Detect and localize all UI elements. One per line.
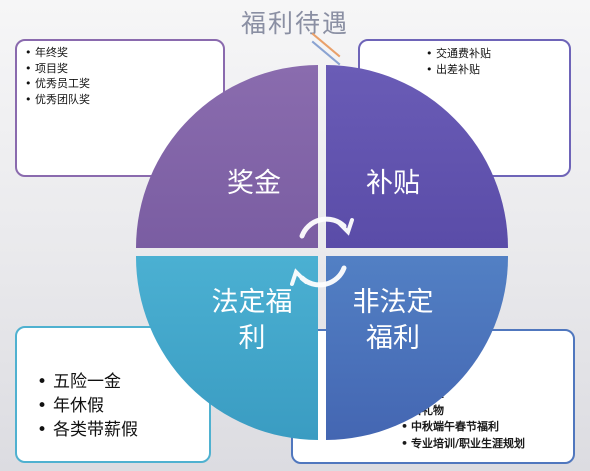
quadrant-label-statutory: 利 <box>239 323 266 354</box>
non-statutory-item: 中秋端午春节福利 <box>401 419 573 436</box>
bonus-callout: 年终奖 项目奖 优秀员工奖 优秀团队奖 <box>15 39 225 177</box>
quadrant-non-statutory <box>326 256 509 440</box>
quadrant-allowance <box>326 65 508 248</box>
allowance-item: 出差补贴 <box>424 62 569 78</box>
bonus-item: 项目奖 <box>23 61 223 77</box>
quadrant-label-non-statutory: 福利 <box>366 323 420 354</box>
diagram-title: 福利待遇 <box>240 9 349 38</box>
allowance-item: 交通费补贴 <box>424 46 569 62</box>
quadrant-label-statutory: 法定福 <box>212 287 293 318</box>
quadrant-statutory <box>135 256 318 440</box>
quadrant-label-bonus: 奖金 <box>227 168 281 199</box>
quadrant-bonus <box>136 65 318 248</box>
non-statutory-item: 专业培训/职业生涯规划 <box>401 436 573 453</box>
bonus-item: 年终奖 <box>23 45 223 61</box>
statutory-item: 五险一金 <box>35 370 209 394</box>
quadrant-label-non-statutory: 非法定 <box>353 287 434 318</box>
statutory-item: 各类带薪假 <box>35 418 209 442</box>
statutory-callout: 五险一金 年休假 各类带薪假 <box>15 326 211 463</box>
quadrant-label-allowance: 补贴 <box>366 168 420 199</box>
statutory-item: 年休假 <box>35 394 209 418</box>
bonus-item: 优秀员工奖 <box>23 76 223 92</box>
bonus-item: 优秀团队奖 <box>23 92 223 108</box>
cycle-arrows-icon <box>290 216 354 288</box>
